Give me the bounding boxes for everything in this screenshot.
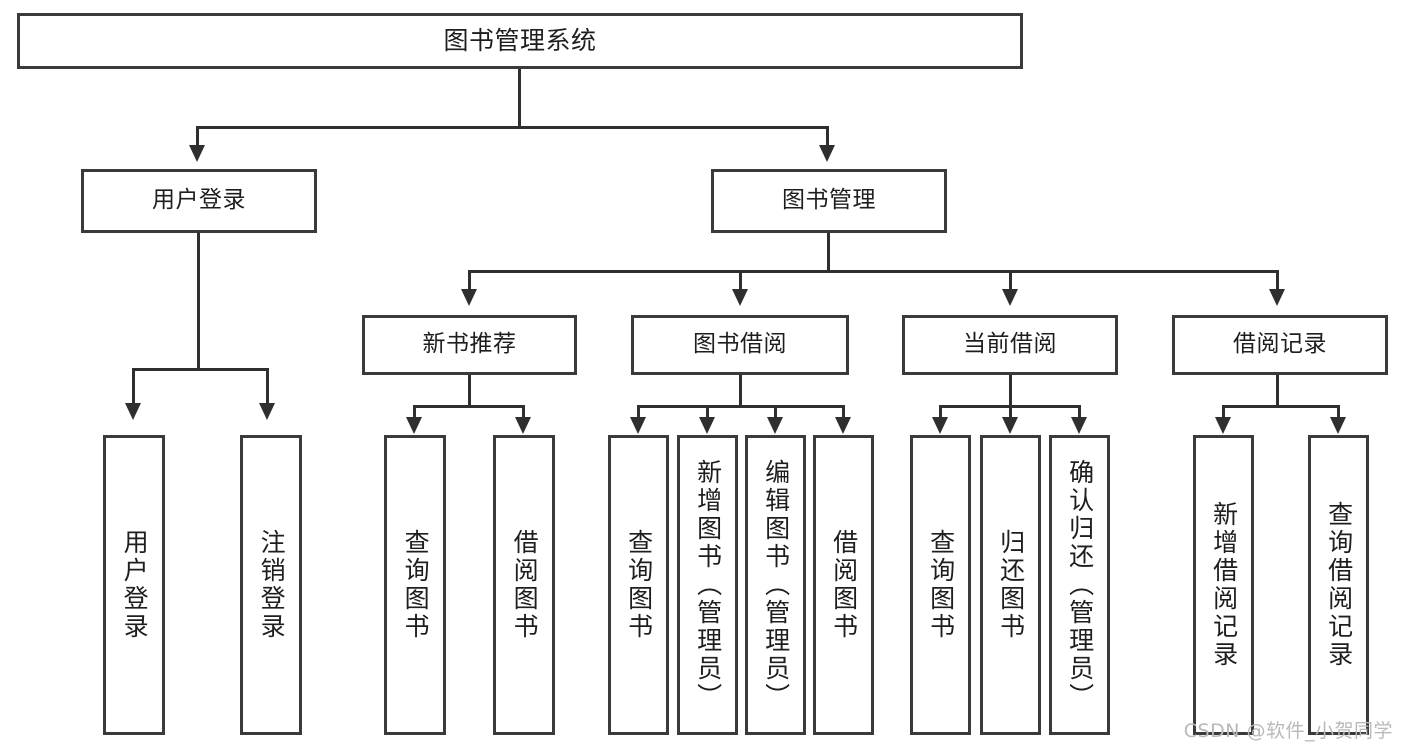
node-leaf-query-record-label: 查询借阅记录 xyxy=(1324,501,1354,669)
node-leaf-query-record[interactable]: 查询借阅记录 xyxy=(1308,435,1369,735)
connector-bb-to-leaf1 xyxy=(637,405,640,420)
node-leaf-borrow-book-2[interactable]: 借阅图书 xyxy=(813,435,874,735)
connector-bm-to-book-borrow xyxy=(739,270,742,292)
connector-borrow-record-stem xyxy=(1276,375,1279,408)
connector-new-book-stem xyxy=(468,375,471,408)
node-new-book-recommend[interactable]: 新书推荐 xyxy=(362,315,577,375)
node-leaf-edit-book[interactable]: 编辑图书（管理员） xyxy=(745,435,806,735)
node-leaf-return-book-label: 归还图书 xyxy=(996,529,1026,641)
arrow-root-to-user-login xyxy=(189,145,205,162)
connector-user-login-bus xyxy=(132,368,269,371)
node-leaf-add-record-label: 新增借阅记录 xyxy=(1209,501,1239,669)
connector-new-book-bus xyxy=(413,405,525,408)
node-leaf-return-book[interactable]: 归还图书 xyxy=(980,435,1041,735)
connector-root-to-user-login xyxy=(196,126,199,148)
node-root[interactable]: 图书管理系统 xyxy=(17,13,1023,69)
connector-bb-to-leaf4 xyxy=(842,405,845,420)
arrow-bb-to-leaf1 xyxy=(630,417,646,434)
connector-bm-to-new-book xyxy=(468,270,471,292)
connector-root-to-book-manage xyxy=(826,126,829,148)
connector-cb-to-leaf2 xyxy=(1009,405,1012,420)
connector-br-to-leaf2 xyxy=(1337,405,1340,420)
connector-root-stem xyxy=(518,69,521,128)
node-leaf-query-book-2[interactable]: 查询图书 xyxy=(608,435,669,735)
arrow-bm-to-book-borrow xyxy=(732,289,748,306)
connector-new-book-to-leaf1 xyxy=(413,405,416,420)
connector-bm-to-current-borrow xyxy=(1009,270,1012,292)
connector-cb-to-leaf3 xyxy=(1078,405,1081,420)
arrow-bb-to-leaf4 xyxy=(835,417,851,434)
arrow-cb-to-leaf1 xyxy=(932,417,948,434)
node-current-borrow[interactable]: 当前借阅 xyxy=(902,315,1118,375)
arrow-br-to-leaf2 xyxy=(1330,417,1346,434)
arrow-bb-to-leaf2 xyxy=(699,417,715,434)
connector-bb-to-leaf2 xyxy=(706,405,709,420)
node-leaf-add-book-label: 新增图书（管理员） xyxy=(693,459,723,711)
arrow-bm-to-new-book xyxy=(461,289,477,306)
node-current-borrow-label: 当前借阅 xyxy=(963,331,1057,358)
node-leaf-query-book-3[interactable]: 查询图书 xyxy=(910,435,971,735)
connector-cb-to-leaf1 xyxy=(939,405,942,420)
node-new-book-recommend-label: 新书推荐 xyxy=(422,331,517,358)
node-leaf-borrow-book-2-label: 借阅图书 xyxy=(829,529,859,641)
connector-book-borrow-stem xyxy=(739,375,742,408)
connector-new-book-to-leaf2 xyxy=(522,405,525,420)
arrow-user-login-to-leaf1 xyxy=(125,403,141,420)
arrow-new-book-to-leaf1 xyxy=(406,417,422,434)
arrow-bb-to-leaf3 xyxy=(767,417,783,434)
connector-current-borrow-stem xyxy=(1009,375,1012,408)
arrow-cb-to-leaf2 xyxy=(1002,417,1018,434)
node-leaf-borrow-book-1[interactable]: 借阅图书 xyxy=(493,435,555,735)
watermark: CSDN @软件_小贺同学 xyxy=(1183,720,1393,742)
node-leaf-edit-book-label: 编辑图书（管理员） xyxy=(761,459,791,711)
connector-user-login-stem xyxy=(197,233,200,370)
node-root-label: 图书管理系统 xyxy=(443,26,597,56)
node-borrow-record-label: 借阅记录 xyxy=(1233,331,1327,358)
arrow-br-to-leaf1 xyxy=(1215,417,1231,434)
connector-borrow-record-bus xyxy=(1222,405,1340,408)
node-leaf-borrow-book-1-label: 借阅图书 xyxy=(510,529,540,641)
connector-level2-bus xyxy=(468,270,1279,273)
node-book-manage[interactable]: 图书管理 xyxy=(711,169,947,233)
node-leaf-confirm-return-label: 确认归还（管理员） xyxy=(1065,459,1095,711)
connector-bb-to-leaf3 xyxy=(774,405,777,420)
node-leaf-logout-login-label: 注销登录 xyxy=(257,529,287,641)
connector-user-login-to-leaf2 xyxy=(266,368,269,406)
node-book-borrow-label: 图书借阅 xyxy=(693,331,787,358)
connector-level1-bus xyxy=(196,126,829,129)
connector-br-to-leaf1 xyxy=(1222,405,1225,420)
arrow-cb-to-leaf3 xyxy=(1071,417,1087,434)
node-leaf-query-book-3-label: 查询图书 xyxy=(926,529,956,641)
node-book-manage-label: 图书管理 xyxy=(782,187,876,214)
node-leaf-confirm-return[interactable]: 确认归还（管理员） xyxy=(1049,435,1110,735)
node-user-login-label: 用户登录 xyxy=(152,187,246,214)
arrow-bm-to-current-borrow xyxy=(1002,289,1018,306)
node-leaf-add-book[interactable]: 新增图书（管理员） xyxy=(677,435,738,735)
node-leaf-user-login-label: 用户登录 xyxy=(120,529,150,641)
connector-user-login-to-leaf1 xyxy=(132,368,135,406)
connector-book-manage-stem xyxy=(827,233,830,272)
node-book-borrow[interactable]: 图书借阅 xyxy=(631,315,849,375)
arrow-user-login-to-leaf2 xyxy=(259,403,275,420)
connector-book-borrow-bus xyxy=(637,405,845,408)
node-leaf-query-book-1-label: 查询图书 xyxy=(401,529,431,641)
node-leaf-user-login[interactable]: 用户登录 xyxy=(103,435,165,735)
arrow-new-book-to-leaf2 xyxy=(515,417,531,434)
node-leaf-add-record[interactable]: 新增借阅记录 xyxy=(1193,435,1254,735)
node-borrow-record[interactable]: 借阅记录 xyxy=(1172,315,1388,375)
node-leaf-logout-login[interactable]: 注销登录 xyxy=(240,435,302,735)
node-user-login[interactable]: 用户登录 xyxy=(81,169,317,233)
arrow-root-to-book-manage xyxy=(819,145,835,162)
node-leaf-query-book-2-label: 查询图书 xyxy=(624,529,654,641)
node-leaf-query-book-1[interactable]: 查询图书 xyxy=(384,435,446,735)
arrow-bm-to-borrow-record xyxy=(1269,289,1285,306)
connector-bm-to-borrow-record xyxy=(1276,270,1279,292)
